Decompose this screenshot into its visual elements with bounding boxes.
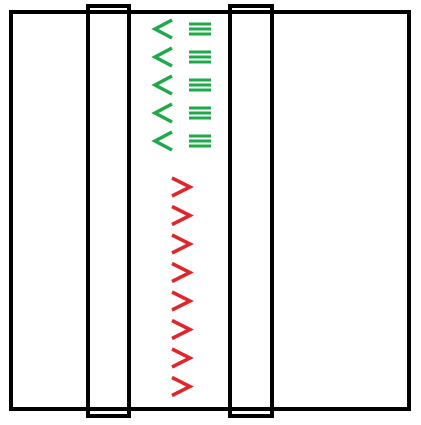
green-marks-group	[151, 18, 211, 152]
outer-frame	[9, 10, 411, 411]
red-greater-than-mark	[171, 261, 194, 284]
less-than-symbol	[151, 130, 173, 152]
red-greater-than-mark	[171, 318, 194, 341]
green-less-than-equals-mark	[151, 74, 211, 96]
left-bar	[86, 4, 131, 418]
green-less-than-equals-mark	[151, 46, 211, 68]
green-less-than-equals-mark	[151, 18, 211, 40]
right-bar	[228, 4, 274, 418]
red-marks-group	[171, 176, 194, 398]
red-greater-than-mark	[171, 347, 194, 369]
red-greater-than-mark	[171, 176, 194, 198]
less-than-symbol	[151, 74, 173, 96]
less-than-symbol	[151, 18, 173, 40]
green-less-than-equals-mark	[151, 130, 211, 152]
green-less-than-equals-mark	[151, 102, 211, 124]
red-greater-than-mark	[171, 375, 194, 398]
red-greater-than-mark	[171, 290, 194, 312]
red-greater-than-mark	[171, 204, 194, 227]
red-greater-than-mark	[171, 233, 194, 255]
less-than-symbol	[151, 102, 173, 124]
less-than-symbol	[151, 46, 173, 68]
